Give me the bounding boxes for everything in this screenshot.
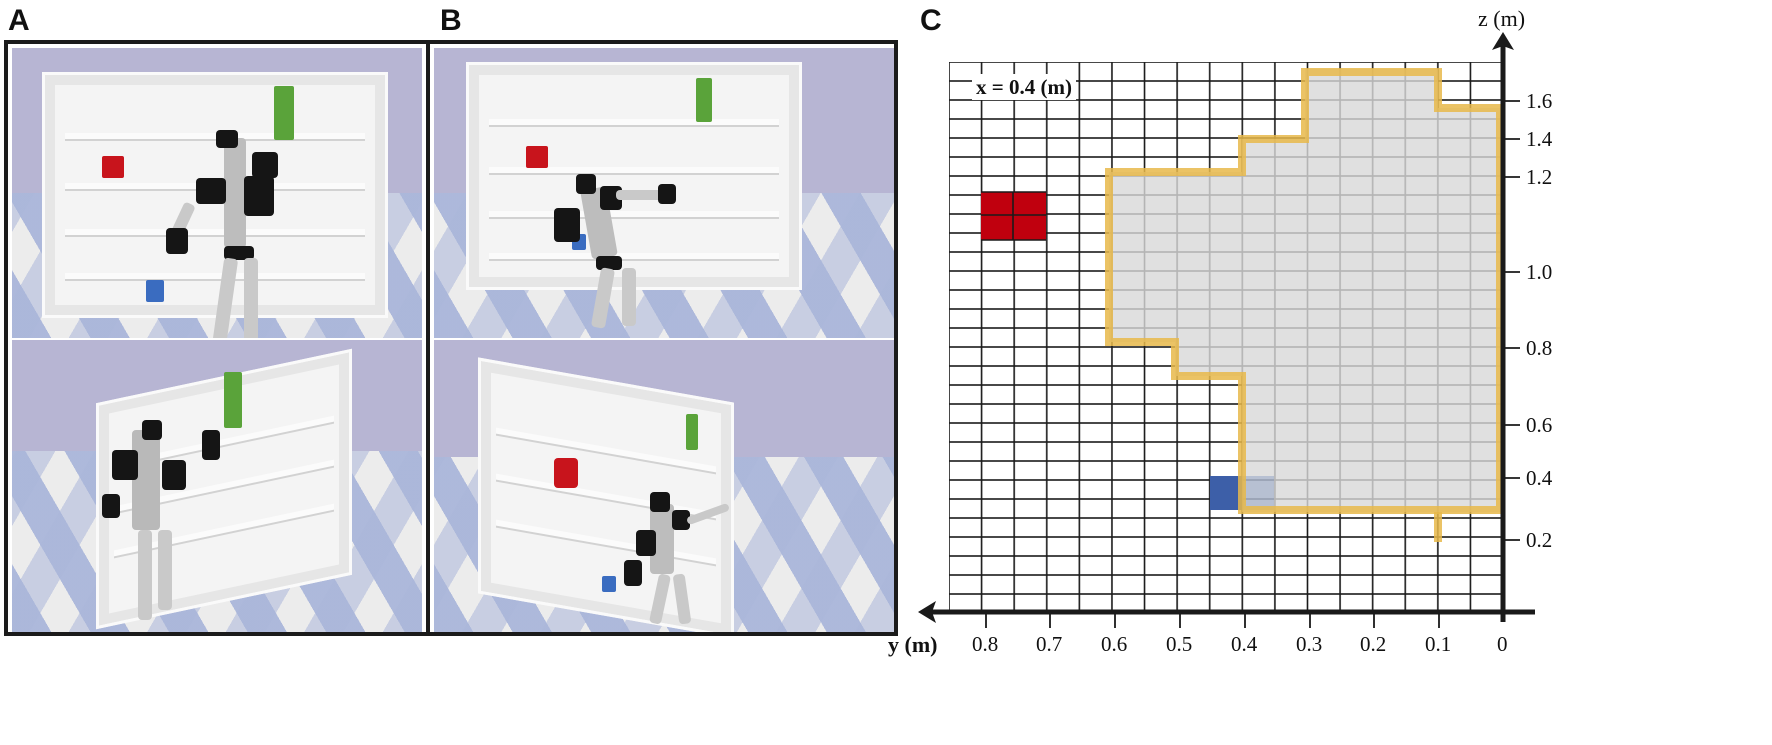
humanoid-robot [152, 128, 322, 338]
humanoid-robot [102, 420, 242, 630]
blue-box [602, 576, 616, 592]
y-ticks [985, 612, 1440, 628]
z-tick-label: 0.6 [1526, 413, 1553, 437]
z-tick-label: 0.8 [1526, 336, 1553, 360]
panel-label-a: A [8, 4, 30, 37]
y-tick-label: 0.5 [1166, 632, 1193, 656]
y-tick-label: 0.8 [972, 632, 999, 656]
green-cylinder [224, 372, 242, 428]
reachability-boundary [1105, 68, 1504, 514]
red-box [102, 156, 124, 178]
panel-label-c: C [920, 4, 942, 37]
blue-object-cells [1210, 476, 1274, 510]
z-tick-label: 1.2 [1526, 165, 1553, 189]
y-tick-label: 0 [1497, 632, 1508, 656]
panel-b-oblique-view [434, 340, 894, 632]
panel-a-oblique-view [12, 340, 422, 632]
red-box [526, 146, 548, 168]
y-tick-label: 0.4 [1231, 632, 1258, 656]
panel-divider [426, 44, 430, 632]
bookshelf [466, 62, 802, 290]
slice-label: x = 0.4 (m) [972, 74, 1076, 100]
red-object-cells [981, 191, 1046, 241]
z-tick-label: 1.4 [1526, 127, 1553, 151]
z-tick-label: 1.0 [1526, 260, 1553, 284]
y-tick-label: 0.1 [1425, 632, 1452, 656]
red-cylinder [554, 458, 578, 488]
simulation-frame [4, 40, 898, 636]
panel-b-front-view [434, 48, 894, 338]
z-tick-label: 0.2 [1526, 528, 1553, 552]
y-axis-label: y (m) [888, 632, 938, 657]
y-tick-label: 0.6 [1101, 632, 1128, 656]
y-tick-label: 0.2 [1360, 632, 1387, 656]
humanoid-robot [546, 168, 716, 338]
y-tick-label: 0.3 [1296, 632, 1323, 656]
bookshelf [42, 72, 388, 318]
green-cylinder [686, 414, 698, 450]
humanoid-robot [610, 490, 750, 630]
y-tick-label: 0.7 [1036, 632, 1063, 656]
green-cylinder [696, 78, 712, 122]
z-tick-label: 0.4 [1526, 466, 1553, 490]
z-tick-label: 1.6 [1526, 89, 1553, 113]
z-ticks [1503, 100, 1520, 541]
reachable-region [1109, 69, 1503, 512]
blue-box [146, 280, 164, 302]
panel-label-b: B [440, 4, 462, 37]
panel-a-front-view [12, 48, 422, 338]
green-cylinder [274, 86, 294, 140]
y-axis [918, 601, 1535, 623]
z-axis-label: z (m) [1478, 6, 1526, 31]
z-axis [1492, 32, 1514, 622]
